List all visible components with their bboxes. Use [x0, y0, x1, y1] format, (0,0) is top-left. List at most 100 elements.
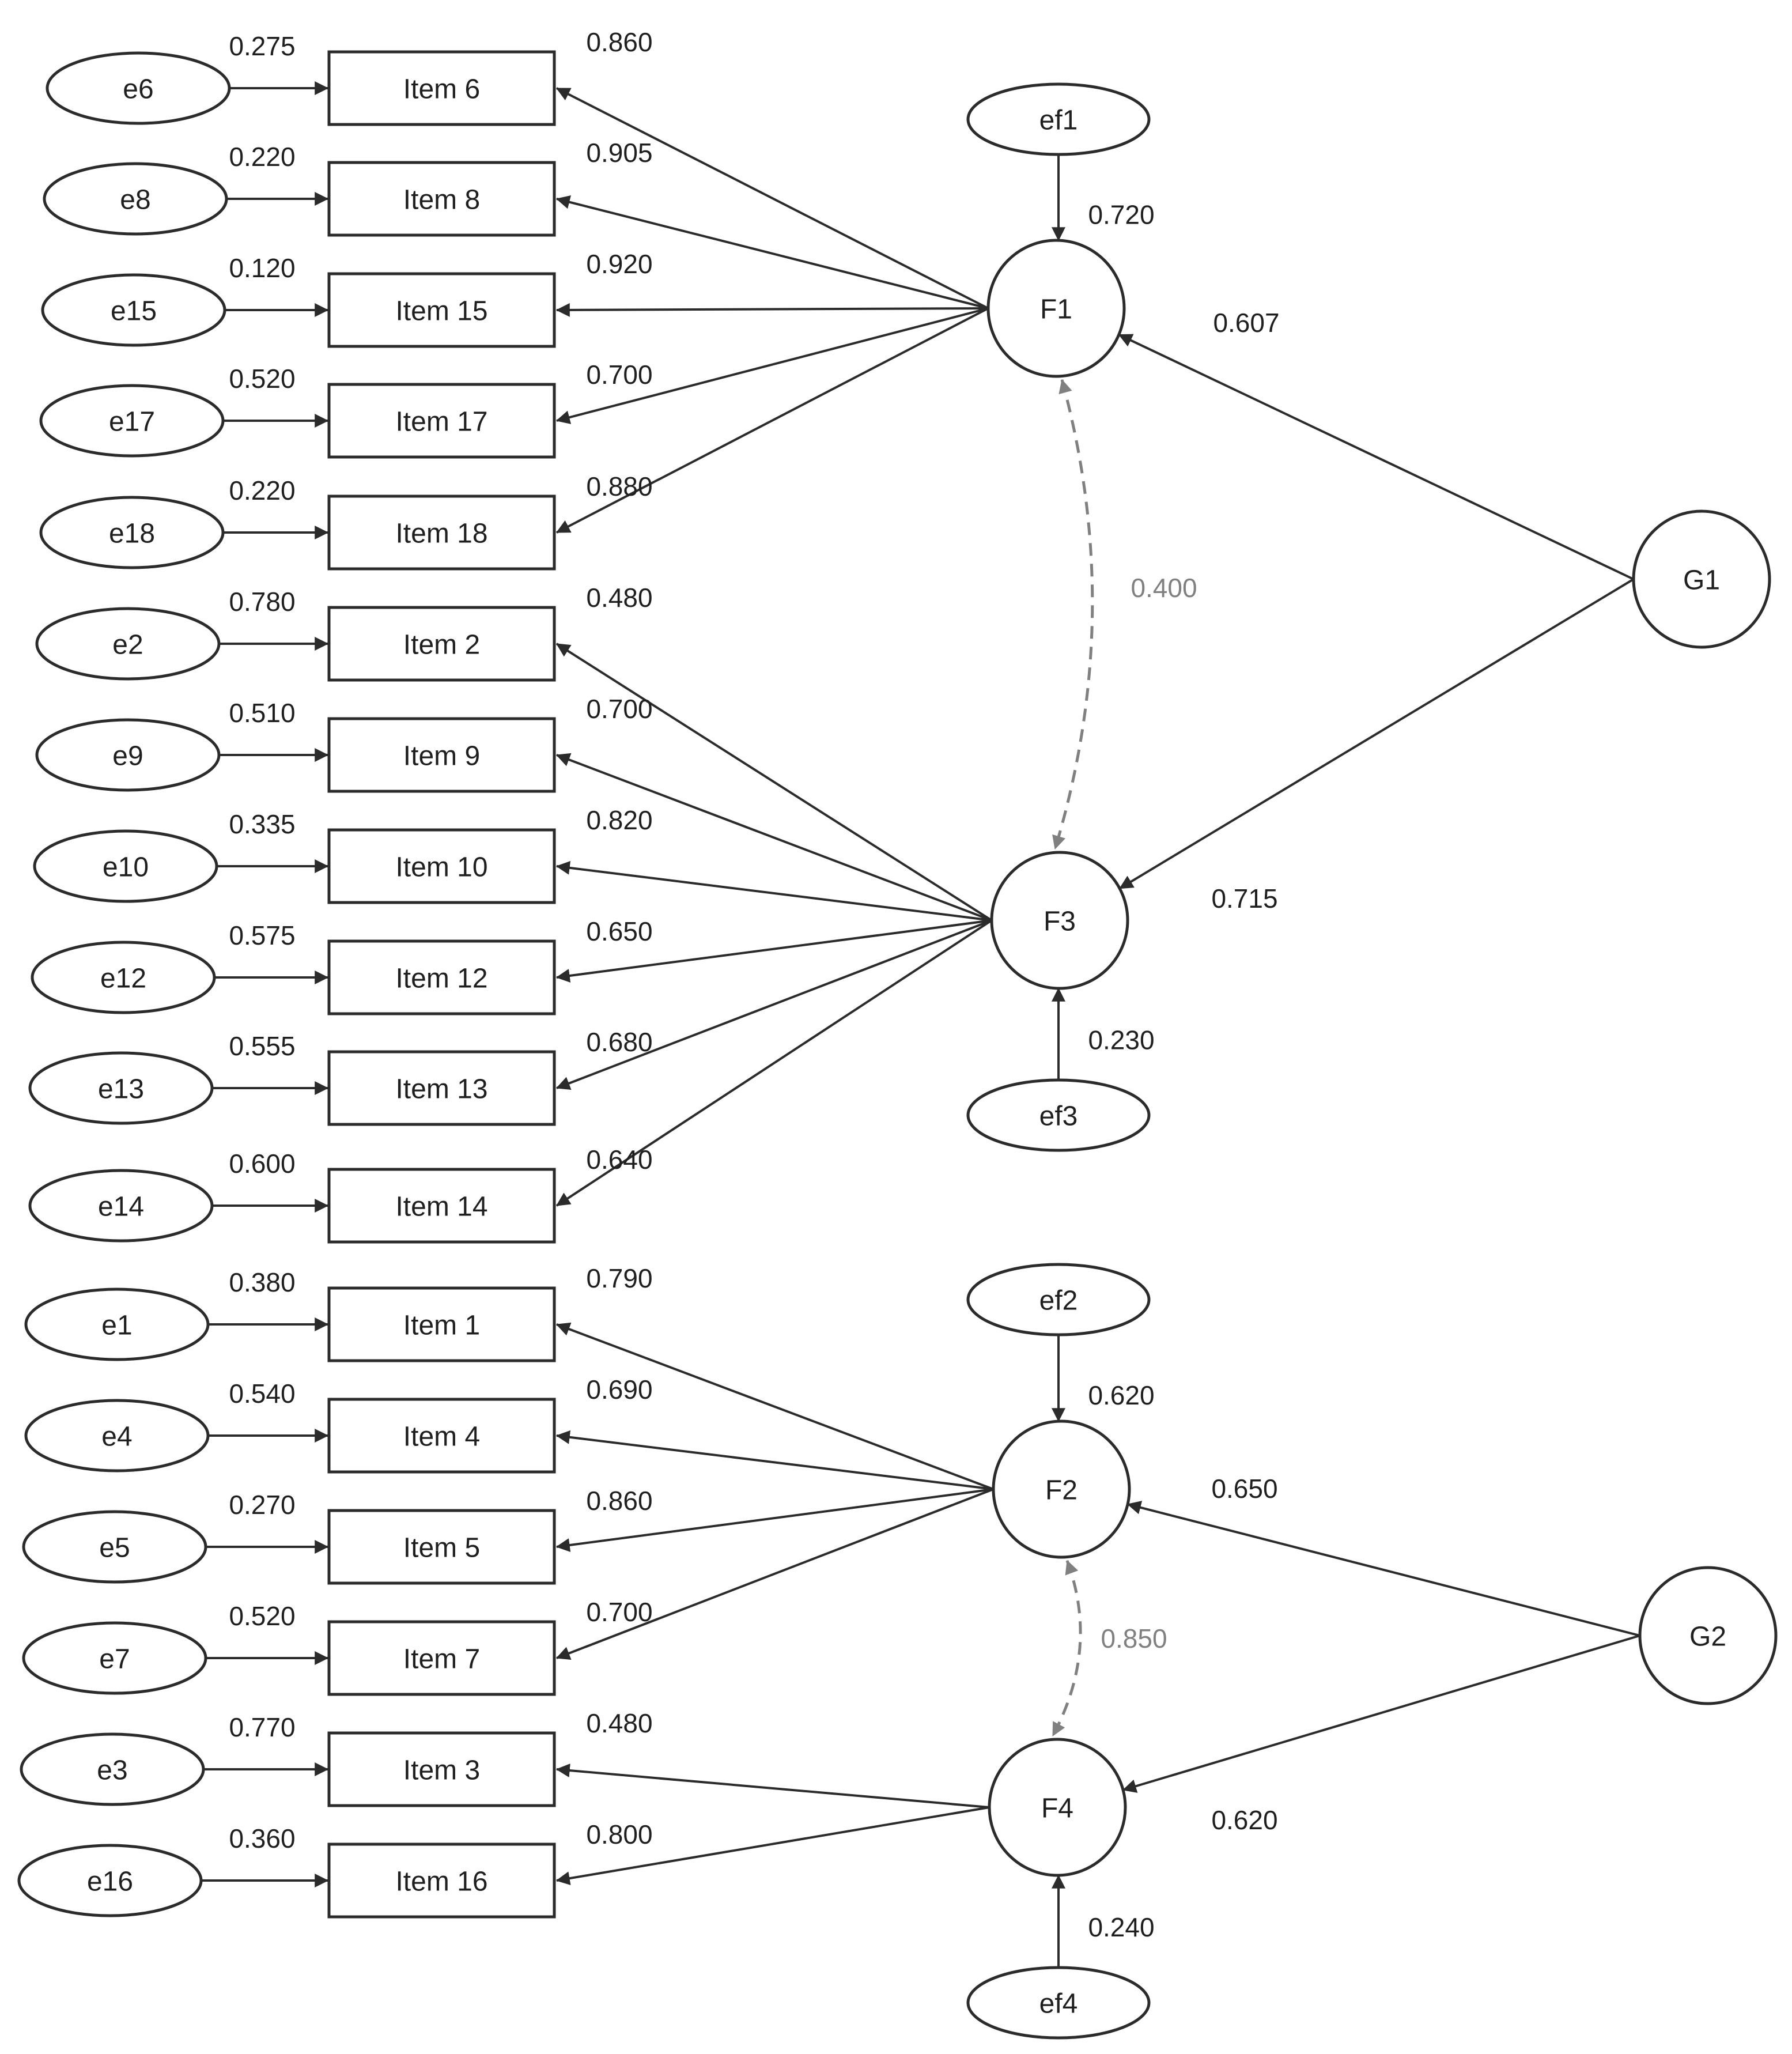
factor-node-F4 [988, 1738, 1127, 1877]
error-label-e6: e6 [123, 74, 153, 105]
residual-value-item10: 0.335 [229, 809, 295, 839]
item-label-item4: Item 4 [403, 1422, 480, 1452]
disturbance-value-ef2: 0.620 [1088, 1380, 1154, 1410]
paths-layer [201, 81, 1640, 1968]
loading-value-item16: 0.800 [586, 1819, 652, 1849]
general-factor-label-G2: G2 [1689, 1622, 1726, 1652]
item-box-item4 [327, 1398, 556, 1474]
error-label-e13: e13 [98, 1074, 144, 1105]
correlation-path-F2-F4 [1051, 1560, 1082, 1737]
general-loading-path-G2-F2 [1126, 1501, 1640, 1637]
residual-value-item1: 0.380 [229, 1267, 295, 1297]
item-box-item5 [327, 1509, 556, 1585]
residual-value-item4: 0.540 [229, 1379, 295, 1409]
residual-value-item12: 0.575 [229, 920, 295, 950]
disturbance-node-ef4 [966, 1966, 1151, 2040]
error-node-e13 [28, 1051, 214, 1125]
error-node-e1 [24, 1287, 210, 1361]
error-label-e14: e14 [98, 1192, 144, 1222]
item-box-item16 [327, 1842, 556, 1919]
loading-path-F1-item17 [555, 307, 989, 424]
item-box-item8 [327, 161, 556, 237]
error-node-e12 [31, 941, 216, 1014]
residual-value-item2: 0.780 [229, 587, 295, 617]
item-label-item13: Item 13 [395, 1074, 487, 1105]
error-label-e2: e2 [112, 630, 143, 660]
loading-path-F1-item8 [555, 195, 989, 309]
residual-value-item16: 0.360 [229, 1823, 295, 1853]
error-label-e10: e10 [103, 852, 149, 883]
error-node-e5 [22, 1510, 207, 1584]
general-loading-value-F2: 0.650 [1211, 1474, 1277, 1504]
item-box-item14 [327, 1168, 556, 1244]
loading-value-item8: 0.905 [586, 138, 652, 168]
general-factor-node-G2 [1638, 1566, 1778, 1705]
item-box-item15 [327, 272, 556, 348]
loading-value-item18: 0.880 [586, 471, 652, 501]
item-label-item3: Item 3 [403, 1755, 480, 1786]
loading-value-item9: 0.700 [586, 694, 652, 724]
loading-path-F3-item12 [555, 919, 992, 983]
error-node-e7 [22, 1621, 207, 1695]
error-node-e3 [20, 1732, 205, 1806]
error-node-e6 [46, 51, 231, 125]
disturbance-node-ef2 [966, 1263, 1151, 1336]
factor-label-F1: F1 [1040, 294, 1072, 325]
error-node-e10 [33, 829, 218, 903]
error-label-e16: e16 [87, 1867, 133, 1897]
loading-path-F4-item3 [555, 1764, 990, 1808]
correlation-value-F2-F4: 0.850 [1101, 1623, 1167, 1653]
item-label-item18: Item 18 [395, 519, 487, 549]
residual-value-item5: 0.270 [229, 1490, 295, 1520]
general-factor-label-G1: G1 [1683, 565, 1720, 596]
loading-path-F3-item10 [555, 860, 992, 922]
item-label-item14: Item 14 [395, 1192, 487, 1222]
disturbance-node-ef3 [966, 1078, 1151, 1152]
loading-value-item3: 0.480 [586, 1708, 652, 1738]
item-label-item7: Item 7 [403, 1644, 480, 1675]
item-box-item13 [327, 1050, 556, 1126]
item-box-item17 [327, 383, 556, 459]
item-box-item6 [327, 50, 556, 126]
residual-value-item3: 0.770 [229, 1712, 295, 1742]
error-node-e2 [35, 607, 221, 681]
loading-value-item10: 0.820 [586, 805, 652, 835]
error-label-e17: e17 [109, 407, 155, 437]
item-label-item10: Item 10 [395, 852, 487, 883]
general-loading-value-F1: 0.607 [1213, 308, 1279, 338]
factor-label-F4: F4 [1041, 1794, 1073, 1824]
loading-path-F3-item9 [555, 753, 992, 922]
factor-node-F1 [986, 239, 1126, 378]
item-box-item10 [327, 828, 556, 904]
item-label-item16: Item 16 [395, 1867, 487, 1897]
error-label-e8: e8 [120, 185, 150, 216]
loading-value-item15: 0.920 [586, 249, 652, 279]
loading-path-F2-item5 [555, 1488, 994, 1552]
disturbance-value-ef3: 0.230 [1088, 1025, 1154, 1055]
correlation-value-F1-F3: 0.400 [1131, 573, 1197, 603]
error-node-e15 [41, 273, 226, 347]
item-label-item9: Item 9 [403, 741, 480, 772]
error-node-e8 [43, 162, 228, 236]
factor-node-F3 [990, 851, 1129, 990]
residual-value-item14: 0.600 [229, 1149, 295, 1179]
item-box-item9 [327, 717, 556, 793]
residual-value-item6: 0.275 [229, 31, 295, 61]
loading-path-F1-item18 [555, 307, 989, 534]
loading-path-F1-item15 [555, 303, 989, 317]
residual-value-item9: 0.510 [229, 698, 295, 728]
loading-value-item14: 0.640 [586, 1145, 652, 1175]
error-node-e9 [35, 718, 221, 792]
general-loading-path-G1-F1 [1118, 333, 1634, 580]
general-loading-path-G2-F4 [1122, 1634, 1640, 1793]
item-box-item3 [327, 1731, 556, 1807]
disturbance-label-ef3: ef3 [1039, 1101, 1078, 1132]
loading-value-item2: 0.480 [586, 583, 652, 613]
loading-value-item17: 0.700 [586, 360, 652, 390]
error-node-e16 [17, 1844, 203, 1917]
loading-path-F2-item4 [555, 1430, 994, 1490]
loading-path-F3-item14 [555, 919, 993, 1207]
loading-value-item1: 0.790 [586, 1263, 652, 1293]
general-loading-path-G1-F3 [1119, 578, 1635, 890]
